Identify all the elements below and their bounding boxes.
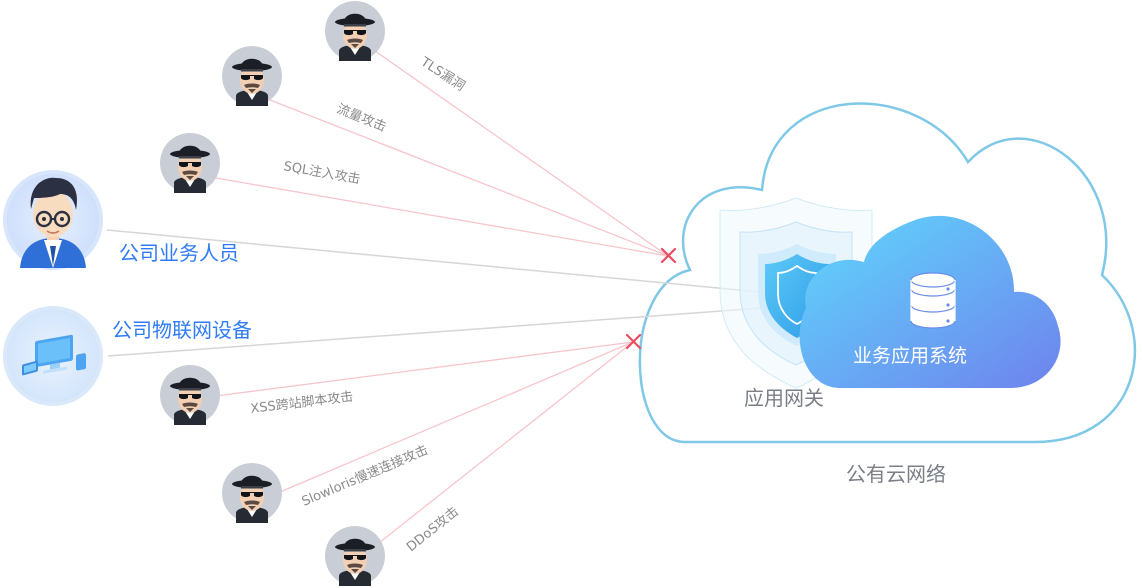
sql-attack-label: SQL注入攻击	[282, 159, 361, 187]
ddos-attack-line	[369, 341, 634, 551]
xss-attack-label: XSS跨站脚本攻击	[250, 388, 355, 416]
iot-label: 公司物联网设备	[112, 318, 252, 342]
sql-attack-line	[215, 177, 669, 257]
staff-avatar	[3, 170, 103, 270]
public-cloud-label: 公有云网络	[846, 462, 946, 486]
iot-device-icon	[3, 306, 103, 406]
xss-attack-line	[215, 341, 634, 397]
tls-attack-line	[364, 43, 669, 257]
attacker-avatar	[222, 46, 282, 106]
ddos-attack-label: DDoS攻击	[404, 504, 462, 555]
block-mark-icon	[625, 333, 642, 350]
gateway-label: 应用网关	[744, 386, 824, 410]
attacker-avatar	[325, 1, 385, 61]
flood-attack-label: 流量攻击	[335, 102, 389, 135]
block-mark-icon	[660, 247, 677, 264]
staff-connection-line	[106, 229, 761, 293]
iot-connection-line	[107, 307, 763, 357]
attacker-avatar	[160, 133, 220, 193]
database-icon	[910, 272, 956, 329]
staff-label: 公司业务人员	[119, 241, 239, 265]
attacker-avatar	[160, 365, 220, 425]
tls-attack-label: TLS漏洞	[417, 53, 468, 94]
attacker-avatar	[222, 463, 282, 523]
flood-attack-line	[269, 99, 669, 257]
attacker-avatar	[325, 526, 385, 586]
slowloris-attack-line	[279, 341, 634, 493]
business-system-label: 业务应用系统	[853, 345, 967, 367]
